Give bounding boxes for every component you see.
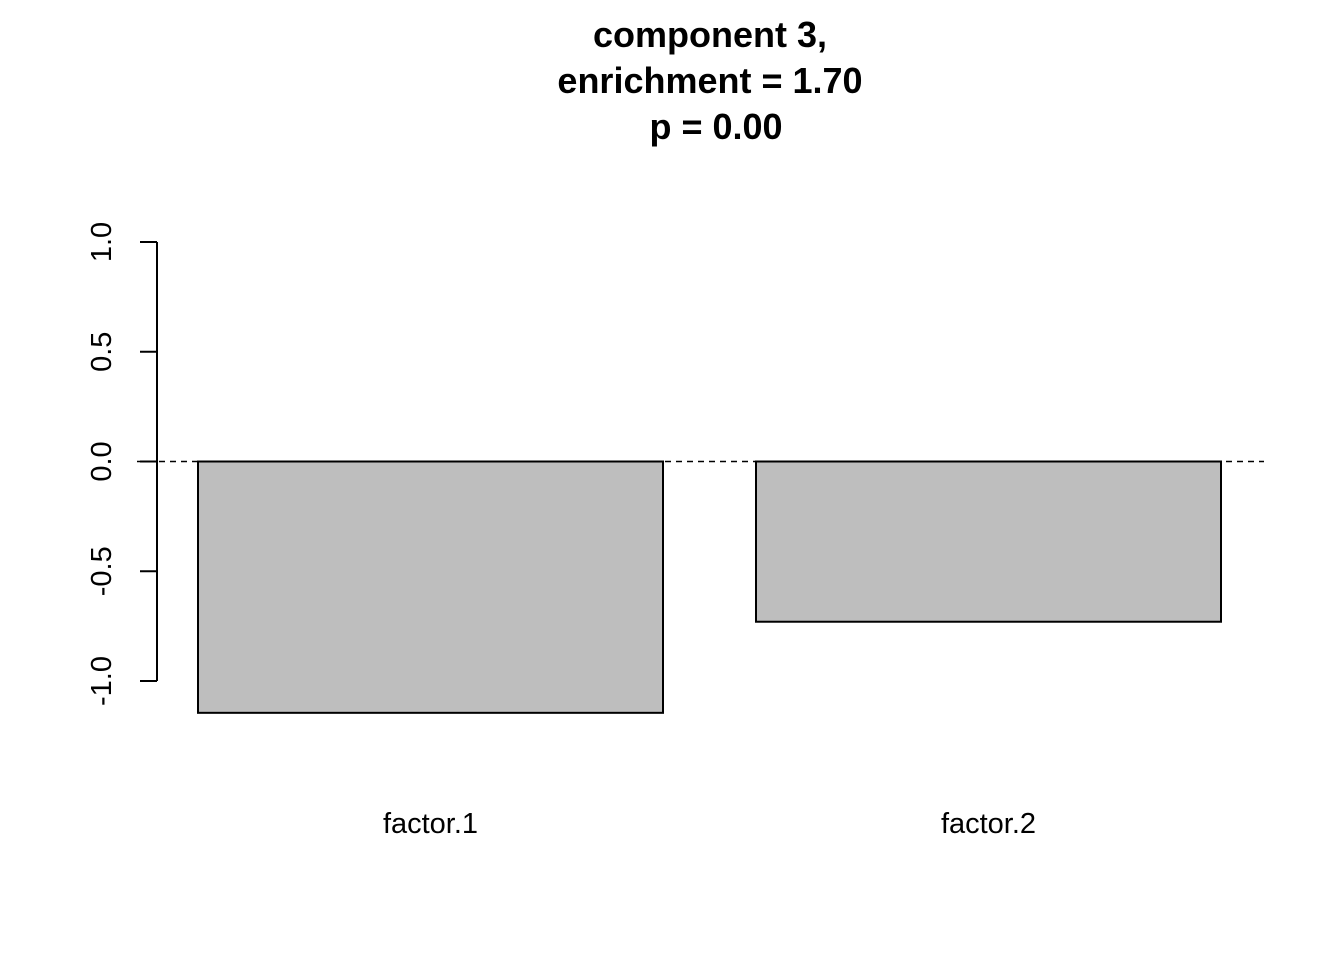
x-axis-labels: factor.1 factor.2 — [383, 808, 1036, 840]
title-line-2: enrichment = 1.70 — [557, 60, 862, 101]
bar-factor-2 — [755, 460, 1222, 623]
y-tick-label: -1.0 — [86, 656, 118, 706]
chart-title: component 3, enrichment = 1.70 p = 0.00 — [557, 14, 862, 147]
y-axis: -1.0 -0.5 0.0 0.5 1.0 — [86, 222, 158, 706]
title-line-1: component 3, — [593, 14, 827, 55]
bars — [197, 460, 1222, 714]
x-category-label: factor.2 — [941, 808, 1036, 840]
title-line-3: p = 0.00 — [649, 106, 782, 147]
y-tick-label: 0.0 — [86, 441, 118, 481]
x-category-label: factor.1 — [383, 808, 478, 840]
bar-factor-1 — [197, 460, 664, 714]
y-tick-label: 0.5 — [86, 332, 118, 372]
y-tick-label: 1.0 — [86, 222, 118, 262]
y-tick-label: -0.5 — [86, 546, 118, 596]
